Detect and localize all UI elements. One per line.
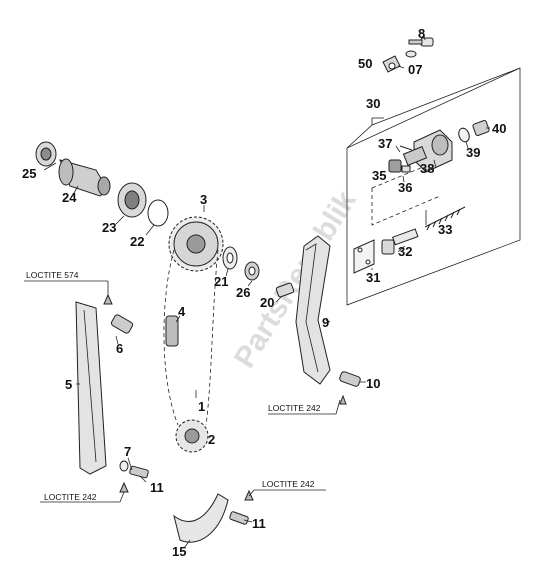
part-31-gasket xyxy=(353,239,375,274)
label-part-15: 15 xyxy=(172,544,186,559)
loctite-574-label: LOCTITE 574 xyxy=(26,270,79,280)
part-33-spring xyxy=(424,206,466,231)
part-10-pin xyxy=(339,371,361,405)
part-22-circlip xyxy=(147,199,169,227)
part-6-screw xyxy=(103,293,134,334)
part-7-washer xyxy=(119,460,129,472)
part-8-screw xyxy=(408,37,434,47)
label-part-26: 26 xyxy=(236,285,250,300)
label-part-3: 3 xyxy=(200,192,207,207)
label-part-7: 7 xyxy=(124,444,131,459)
part-25-bearing xyxy=(35,141,57,167)
label-part-10: 10 xyxy=(366,376,380,391)
leader-lines xyxy=(24,35,490,549)
part-11-screw-right xyxy=(229,489,254,525)
label-part-40: 40 xyxy=(492,121,506,136)
label-part-24: 24 xyxy=(62,190,77,205)
part-24-camshaft xyxy=(58,158,111,197)
watermark: PartsRepublik xyxy=(228,185,363,374)
label-part-23: 23 xyxy=(102,220,116,235)
part-11-screw-left xyxy=(119,465,149,493)
loctite-242-label-left: LOCTITE 242 xyxy=(44,492,97,502)
label-part-39: 39 xyxy=(466,145,480,160)
label-part-1: 1 xyxy=(198,399,205,414)
part-21-washer xyxy=(222,246,238,270)
part-07-washer xyxy=(405,50,417,58)
label-part-36: 36 xyxy=(398,180,412,195)
label-part-11-left: 11 xyxy=(150,480,164,495)
label-part-22: 22 xyxy=(130,234,144,249)
part-2-crank-sprocket xyxy=(175,419,209,453)
part-23-bearing xyxy=(117,182,147,218)
label-part-35: 35 xyxy=(372,168,386,183)
label-part-9: 9 xyxy=(322,315,329,330)
label-part-50: 50 xyxy=(358,56,372,71)
part-38-tensioner-body xyxy=(402,129,453,173)
label-part-8: 8 xyxy=(418,26,425,41)
part-5-guide-rail xyxy=(75,301,107,475)
label-part-38: 38 xyxy=(420,161,434,176)
label-part-4: 4 xyxy=(178,304,186,319)
label-part-37: 37 xyxy=(378,136,392,151)
label-part-5: 5 xyxy=(65,377,72,392)
label-part-11-right: 11 xyxy=(252,516,266,531)
label-part-25: 25 xyxy=(22,166,36,181)
label-part-07: 07 xyxy=(408,62,422,77)
label-part-2: 2 xyxy=(208,432,215,447)
label-part-32: 32 xyxy=(398,244,412,259)
label-part-33: 33 xyxy=(438,222,452,237)
part-4-chain-link xyxy=(165,315,179,347)
part-36-small-piece xyxy=(401,165,411,173)
label-part-31: 31 xyxy=(366,270,380,285)
label-part-20: 20 xyxy=(260,295,274,310)
part-3-cam-sprocket xyxy=(168,216,224,272)
part-50-bracket xyxy=(382,55,401,73)
part-9-tensioner-rail xyxy=(295,235,331,385)
part-26-nut xyxy=(244,261,260,281)
part-40-plug xyxy=(472,120,490,136)
part-1-timing-chain xyxy=(163,249,219,426)
label-part-21: 21 xyxy=(214,274,228,289)
label-part-30: 30 xyxy=(366,96,380,111)
loctite-242-label-right: LOCTITE 242 xyxy=(262,479,315,489)
part-15-lower-guide xyxy=(173,493,229,543)
part-37-pin xyxy=(399,145,413,151)
loctite-242-label-mid: LOCTITE 242 xyxy=(268,403,321,413)
part-20-screw xyxy=(275,282,295,298)
label-part-6: 6 xyxy=(116,341,123,356)
part-35-cap xyxy=(388,159,402,173)
part-39-washer xyxy=(458,127,470,143)
part-32-bolt xyxy=(381,228,419,255)
tensioner-assembly-panel xyxy=(346,67,521,306)
